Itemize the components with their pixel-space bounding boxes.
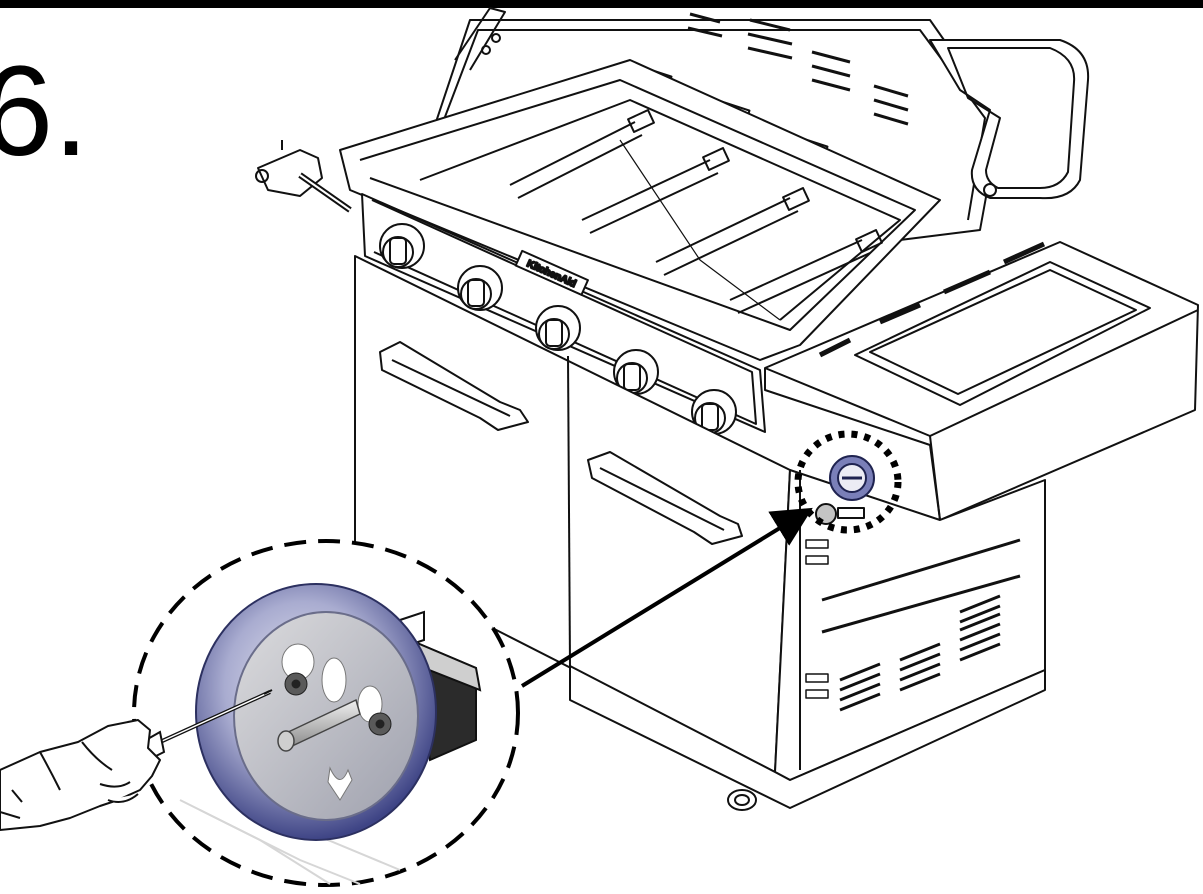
step-number: 6. xyxy=(0,40,89,183)
caster-wheel xyxy=(727,789,757,811)
burner-rods xyxy=(509,109,883,321)
side-valve-assembly xyxy=(255,140,352,213)
side-shelf xyxy=(764,241,1199,521)
side-louvers xyxy=(821,538,1021,712)
left-door-handle xyxy=(379,341,529,431)
hand-icon xyxy=(0,719,161,831)
knob-1 xyxy=(379,223,425,269)
right-door-handle xyxy=(587,451,743,545)
knob-screws xyxy=(284,672,392,736)
knob-2 xyxy=(457,265,503,311)
cabinet xyxy=(354,255,791,773)
lid-vents xyxy=(687,12,909,126)
knob-5 xyxy=(691,389,737,435)
detached-knob xyxy=(195,583,437,841)
grill: KitchenAid xyxy=(255,7,1199,811)
right-side-panel xyxy=(774,469,1046,781)
side-burner-knob xyxy=(829,455,875,501)
lid-handle xyxy=(929,39,1090,200)
highlight-circle xyxy=(794,430,902,534)
callout-detail xyxy=(0,539,520,887)
valve-shaft xyxy=(277,698,361,752)
top-rule xyxy=(0,0,1203,8)
knob-3 xyxy=(535,305,581,351)
control-knobs xyxy=(379,223,737,435)
base-frame xyxy=(569,665,1046,811)
callout-arrow xyxy=(520,507,813,688)
